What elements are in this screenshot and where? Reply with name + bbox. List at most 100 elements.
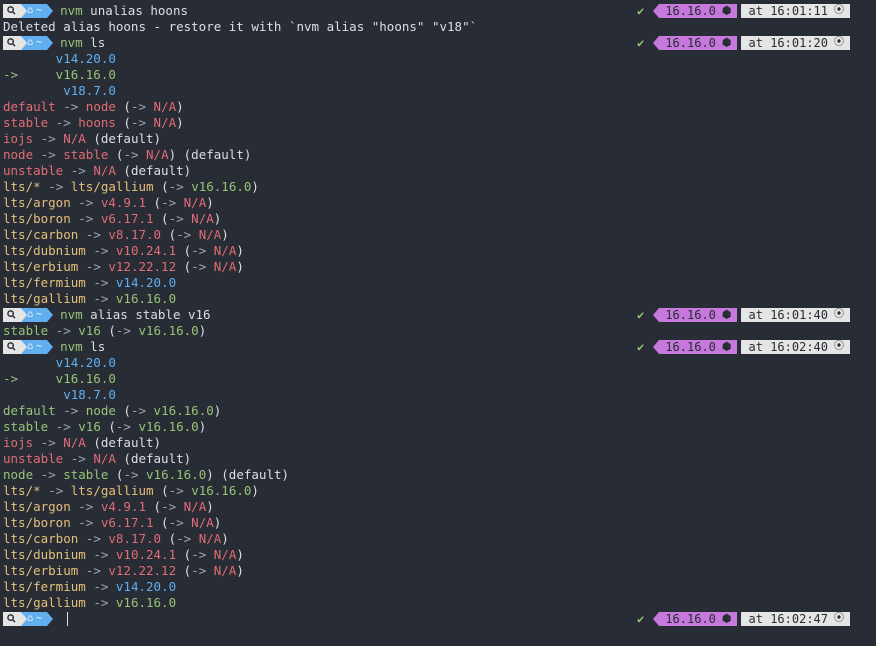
output-text: v4.9.1	[100, 499, 146, 514]
time-segment: at 16:02:40⦿	[740, 340, 850, 354]
output-text: v16	[78, 323, 101, 338]
output-text: v8.17.0	[108, 227, 162, 242]
output-text: N/A	[93, 163, 116, 178]
prompt-right-segments: ✔16.16.0⬢at 16:02:47⦿	[637, 612, 850, 626]
output-text: ->	[191, 547, 214, 562]
output-line: lts/gallium -> v16.16.0	[3, 291, 876, 307]
output-text: ->	[168, 483, 192, 498]
output-text: (	[161, 531, 177, 546]
output-text: -> v16.16.0	[3, 371, 116, 386]
output-line: v18.7.0	[3, 83, 876, 99]
output-text: stable	[63, 147, 109, 162]
output-text: )	[221, 227, 229, 242]
output-text: lts/boron	[3, 515, 71, 530]
output-text: ->	[48, 115, 79, 130]
node-version: 16.16.0	[665, 36, 716, 50]
output-text: lts/erbium	[3, 259, 79, 274]
prompt-segments: ⌂~	[3, 307, 54, 322]
output-text: stable	[3, 115, 49, 130]
output-text: )	[198, 419, 207, 434]
directory-segment: ⌂~	[21, 35, 48, 50]
output-text: ->	[40, 179, 71, 194]
command-text: nvm ls	[60, 35, 105, 50]
command-name: nvm	[60, 339, 83, 354]
current-directory: ~	[36, 340, 43, 352]
output-text: ->	[85, 595, 116, 610]
output-text: N/A	[153, 115, 177, 130]
output-text: hoons	[78, 115, 116, 130]
output-text: (default)	[115, 163, 192, 178]
segment-separator-icon	[21, 611, 27, 626]
clock-icon: ⦿	[834, 309, 844, 320]
output-text: (default)	[85, 131, 162, 146]
output-text: ->	[33, 131, 64, 146]
output-text: ->	[48, 419, 79, 434]
output-text: ->	[115, 419, 139, 434]
output-text: stable	[3, 323, 49, 338]
output-line: default -> node (-> N/A)	[3, 99, 876, 115]
output-text: N/A	[213, 563, 237, 578]
output-text: v14.20.0	[115, 579, 177, 594]
segment-separator-icon	[47, 339, 54, 354]
output-text: (	[176, 547, 192, 562]
current-directory: ~	[36, 308, 43, 320]
output-text: ->	[85, 547, 116, 562]
output-text: ) (default)	[206, 467, 290, 482]
output-line: stable -> hoons (-> N/A)	[3, 115, 876, 131]
clock-icon: ⦿	[834, 5, 844, 16]
output-text: )	[213, 403, 222, 418]
output-text: unstable	[3, 451, 64, 466]
output-text: v6.17.1	[100, 515, 154, 530]
prompt-line: ⌂~nvm ls✔16.16.0⬢at 16:02:40⦿	[3, 339, 876, 355]
output-line: v18.7.0	[3, 387, 876, 403]
time-segment: at 16:01:11⦿	[740, 4, 850, 18]
output-line: lts/argon -> v4.9.1 (-> N/A)	[3, 499, 876, 515]
output-text: N/A	[146, 147, 169, 162]
output-text: lts/gallium	[70, 483, 154, 498]
home-icon: ⌂	[27, 612, 34, 624]
output-text: ->	[191, 243, 214, 258]
output-text: )	[213, 211, 222, 226]
output-text: iojs	[3, 131, 34, 146]
output-text: ->	[161, 195, 184, 210]
output-text: (	[115, 99, 131, 114]
output-text: ->	[63, 163, 94, 178]
output-text: lts/argon	[3, 499, 71, 514]
output-text: N/A	[213, 547, 237, 562]
output-text: (	[153, 179, 169, 194]
node-version: 16.16.0	[665, 308, 716, 322]
output-text: )	[206, 195, 214, 210]
output-text: (	[176, 243, 192, 258]
node-version: 16.16.0	[665, 4, 716, 18]
output-line: node -> stable (-> N/A) (default)	[3, 147, 876, 163]
output-text: v10.24.1	[115, 547, 177, 562]
output-text: N/A	[183, 499, 207, 514]
text-cursor[interactable]	[67, 611, 69, 626]
segment-separator-icon	[653, 308, 660, 322]
output-line: default -> node (-> v16.16.0)	[3, 403, 876, 419]
output-text: (	[161, 227, 177, 242]
output-text: lts/erbium	[3, 563, 79, 578]
success-check-icon: ✔	[637, 308, 645, 322]
output-line: v14.20.0	[3, 51, 876, 67]
prompt-time: at 16:02:47	[748, 612, 828, 626]
output-text: lts/dubnium	[3, 243, 86, 258]
output-text: )	[251, 179, 259, 194]
output-text: ->	[130, 115, 154, 130]
command-name: nvm	[60, 3, 83, 18]
output-text: (	[146, 195, 162, 210]
output-text: v16	[78, 419, 101, 434]
output-text: lts/gallium	[70, 179, 154, 194]
output-text: v12.22.12	[108, 563, 177, 578]
segment-separator-icon	[21, 339, 27, 354]
os-icon	[3, 307, 21, 322]
output-text: (	[153, 211, 169, 226]
output-text: ->	[123, 147, 147, 162]
output-text: ->	[85, 275, 116, 290]
output-text: v18.7.0	[3, 83, 116, 98]
current-directory: ~	[36, 4, 43, 16]
prompt-right-segments: ✔16.16.0⬢at 16:01:40⦿	[637, 308, 850, 322]
output-text: )	[213, 515, 222, 530]
output-line: lts/fermium -> v14.20.0	[3, 579, 876, 595]
